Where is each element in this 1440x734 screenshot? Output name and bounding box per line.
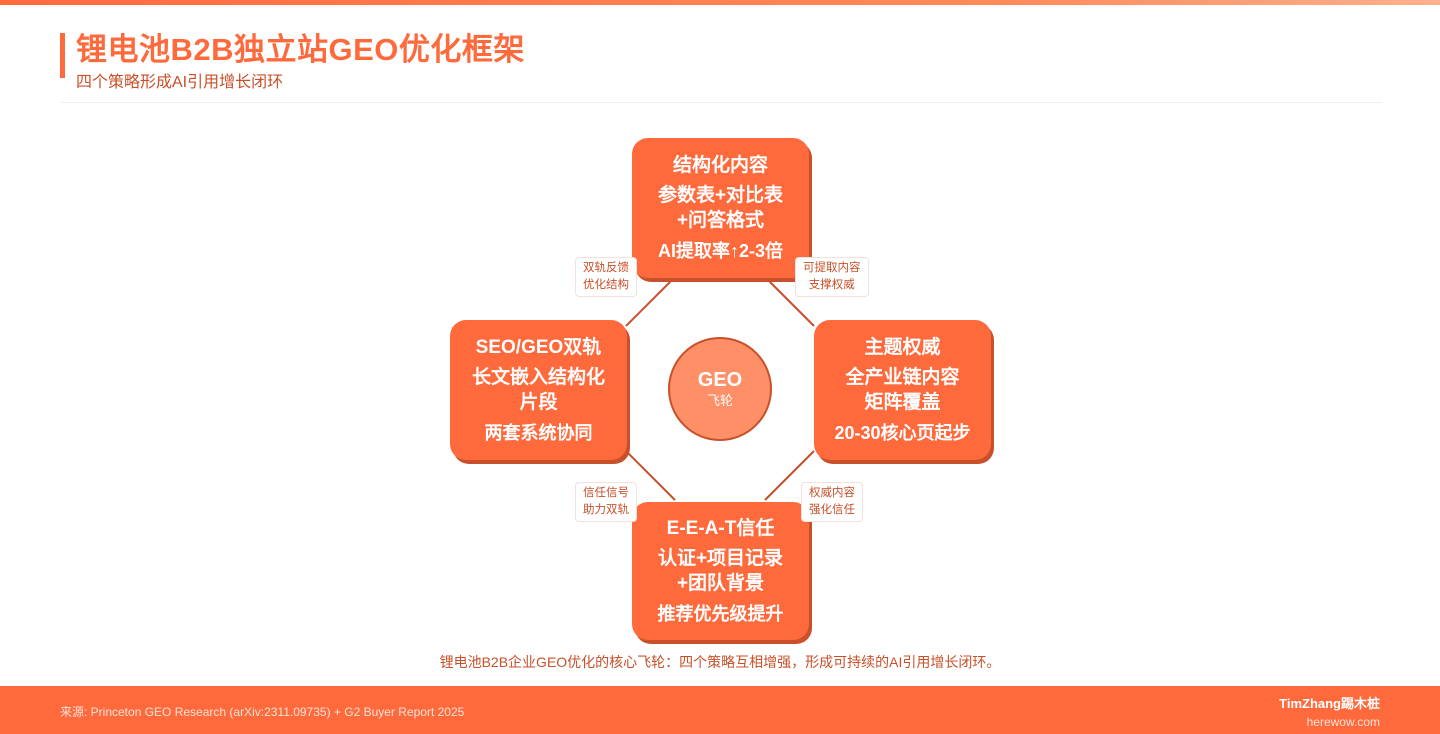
edge-label-line: 优化结构	[583, 279, 629, 291]
node-topic-authority: 主题权威 全产业链内容 矩阵覆盖 20-30核心页起步	[814, 320, 991, 460]
edge-label-top-left: 双轨反馈 优化结构	[575, 257, 637, 297]
node-stat: 两套系统协同	[484, 423, 593, 443]
diagram-caption: 锂电池B2B企业GEO优化的核心飞轮：四个策略互相增强，形成可持续的AI引用增长…	[439, 654, 1001, 670]
node-stat: 推荐优先级提升	[657, 604, 784, 624]
node-title: 结构化内容	[672, 155, 768, 176]
center-title: GEO	[697, 369, 743, 391]
node-detail: 长文嵌入结构化	[471, 367, 605, 388]
page-title: 锂电池B2B独立站GEO优化框架	[76, 32, 525, 67]
footer-bar: 来源: Princeton GEO Research (arXiv:2311.0…	[0, 686, 1440, 734]
footer-brand: TimZhang踢木桩	[1279, 696, 1380, 711]
edge-label-top-right: 可提取内容 支撑权威	[795, 257, 869, 297]
edge-label-line: 信任信号	[583, 487, 629, 499]
page-subtitle: 四个策略形成AI引用增长闭环	[76, 74, 284, 91]
edge-label-line: 支撑权威	[808, 279, 855, 291]
node-seo-geo-dual-track: SEO/GEO双轨 长文嵌入结构化 片段 两套系统协同	[450, 320, 627, 460]
node-detail: 参数表+对比表	[657, 185, 784, 206]
node-detail: +问答格式	[676, 210, 765, 231]
node-title: 主题权威	[864, 337, 941, 358]
edge-label-line: 双轨反馈	[583, 262, 629, 274]
node-eeat-trust: E-E-A-T信任 认证+项目记录 +团队背景 推荐优先级提升	[632, 502, 809, 640]
edge-label-bottom-right: 权威内容 强化信任	[801, 482, 863, 522]
header-divider	[60, 102, 1382, 103]
edge-label-line: 助力双轨	[583, 504, 629, 516]
flywheel-center: GEO 飞轮	[668, 337, 772, 441]
node-detail: +团队背景	[676, 573, 765, 594]
title-accent-bar	[60, 33, 65, 78]
node-title: SEO/GEO双轨	[475, 337, 602, 358]
footer-site: herewow.com	[1306, 715, 1380, 729]
center-subtitle: 飞轮	[706, 393, 733, 408]
edge-label-line: 权威内容	[809, 487, 855, 499]
node-detail: 片段	[519, 392, 558, 413]
edge-label-bottom-left: 信任信号 助力双轨	[575, 482, 637, 522]
footer-source: 来源: Princeton GEO Research (arXiv:2311.0…	[60, 705, 465, 719]
node-structured-content: 结构化内容 参数表+对比表 +问答格式 AI提取率↑2-3倍	[632, 138, 809, 278]
edge-label-line: 可提取内容	[803, 262, 861, 274]
node-stat: AI提取率↑2-3倍	[657, 241, 783, 261]
node-detail: 矩阵覆盖	[864, 392, 941, 413]
top-accent-bar	[0, 0, 1440, 5]
node-title: E-E-A-T信任	[666, 518, 775, 539]
node-detail: 认证+项目记录	[657, 548, 784, 569]
node-detail: 全产业链内容	[845, 367, 960, 388]
edge-label-line: 强化信任	[809, 504, 855, 516]
node-stat: 20-30核心页起步	[834, 423, 971, 443]
